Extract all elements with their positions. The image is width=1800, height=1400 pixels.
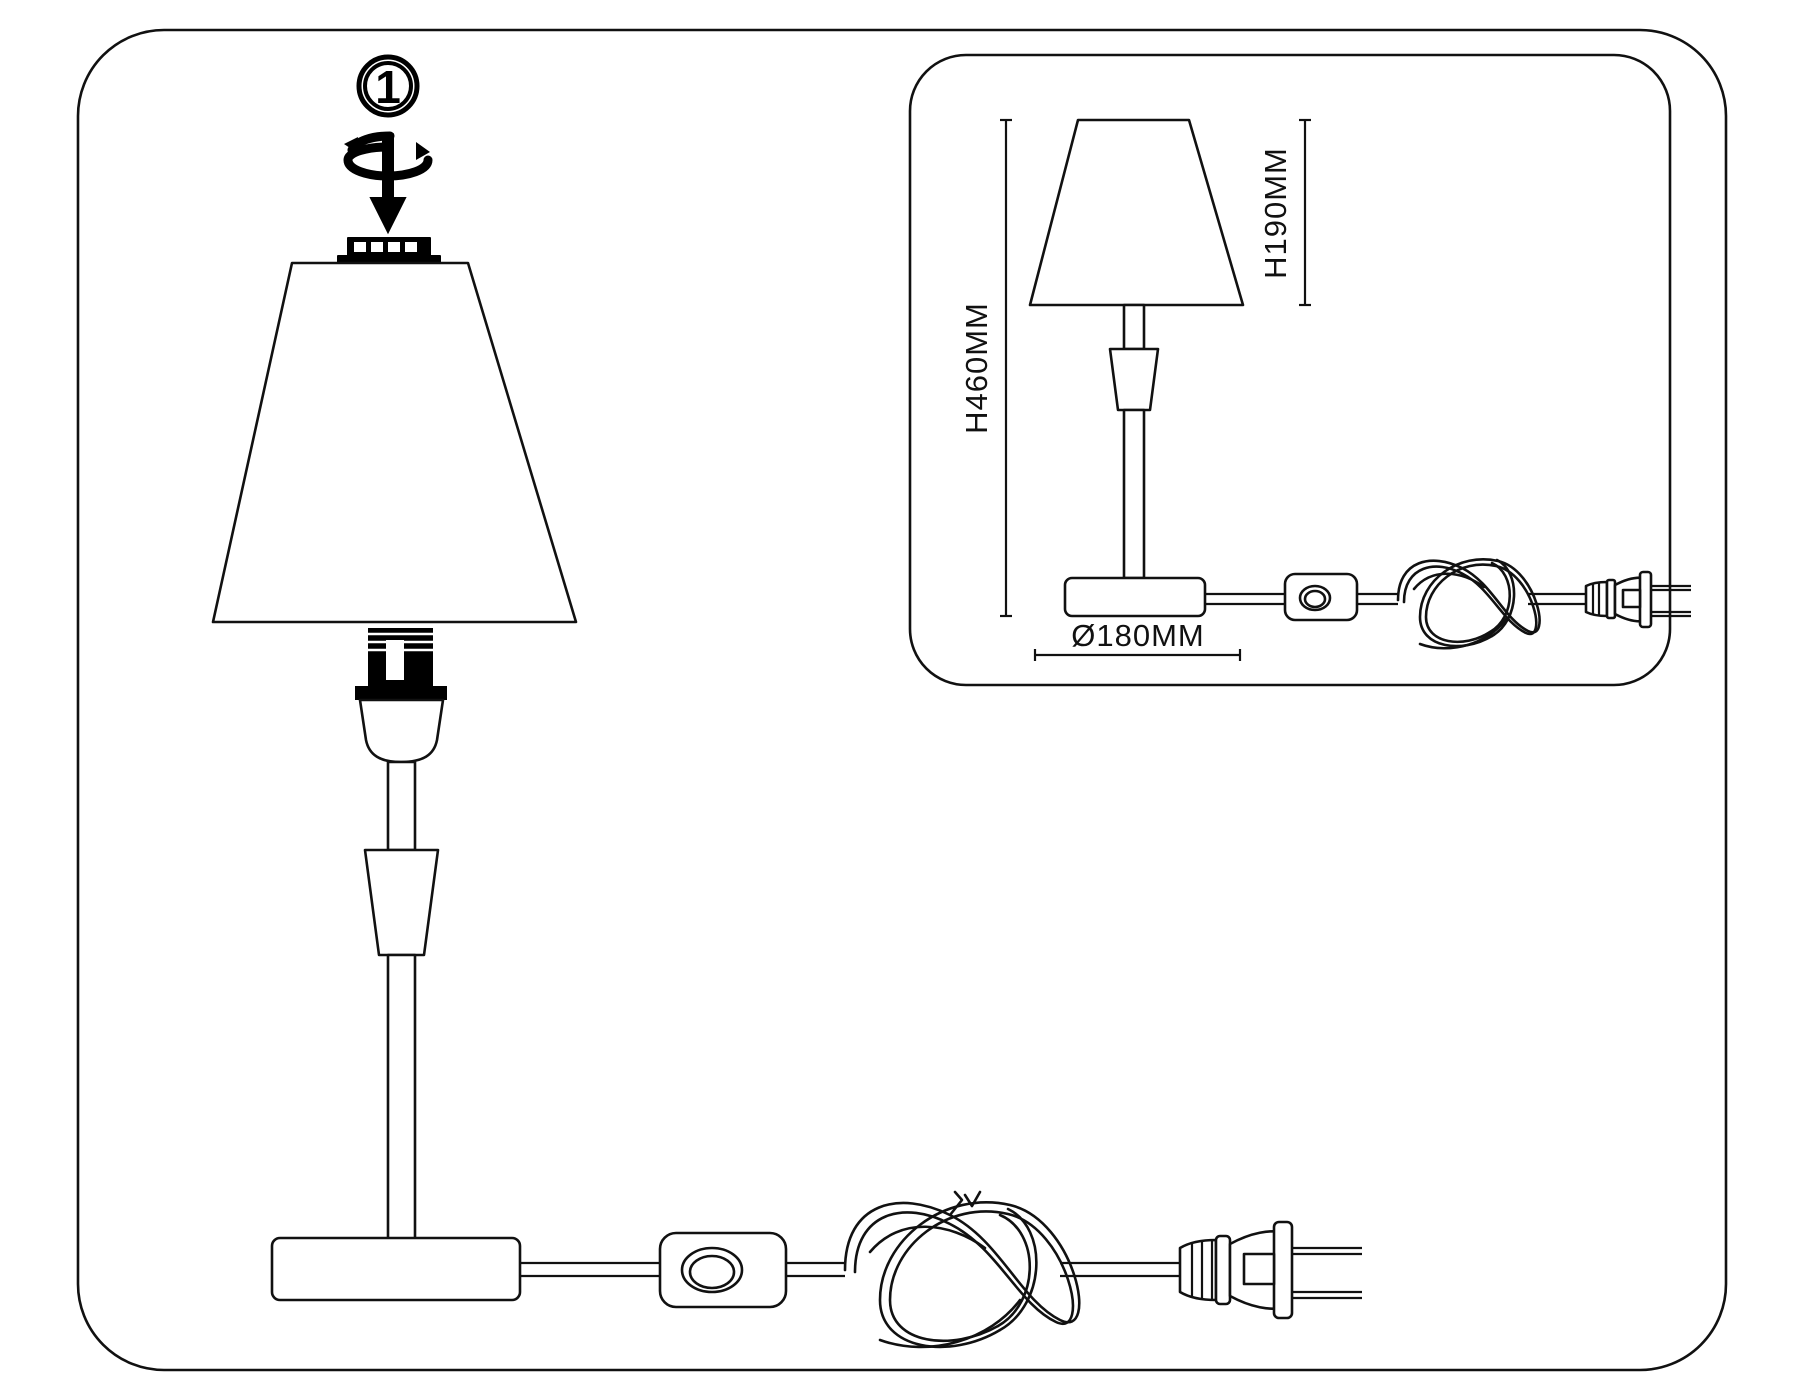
power-cord — [520, 1261, 660, 1278]
step-1-badge: 1 — [356, 54, 420, 118]
cord-bundle — [843, 1190, 1081, 1349]
spec-stem-collar — [1108, 347, 1160, 412]
dimension-total-height: H460MM — [959, 118, 1012, 618]
power-cord-mid — [786, 1261, 845, 1278]
assembled-side-view — [1028, 118, 1691, 650]
upper-stem — [386, 760, 417, 852]
dimension-panel-border — [908, 53, 1672, 687]
spec-base-plate — [1063, 576, 1207, 618]
downward-insertion-arrow-icon — [369, 133, 407, 235]
socket-cup — [358, 698, 445, 764]
exploded-front-view — [211, 261, 1362, 1349]
power-plug — [1178, 1220, 1362, 1320]
spec-lamp-shade — [1028, 118, 1245, 307]
dimension-shade-diameter: Ø180MM — [1033, 618, 1242, 661]
inline-switch — [658, 1231, 788, 1309]
step-number-label: 1 — [375, 61, 401, 113]
spec-power-cord — [1205, 592, 1285, 606]
spec-inline-switch — [1283, 572, 1359, 622]
lower-stem — [386, 953, 417, 1257]
spec-power-plug — [1584, 570, 1691, 629]
base-plate — [270, 1236, 522, 1302]
dimension-total-height-label: H460MM — [959, 302, 994, 434]
dimension-shade-height-label: H190MM — [1258, 147, 1293, 279]
rotate-and-insert-bulb-icon — [337, 131, 441, 269]
spec-socket-neck — [1122, 303, 1146, 351]
dimension-shade-diameter-label: Ø180MM — [1071, 618, 1204, 653]
power-cord-tail — [1060, 1261, 1180, 1278]
lamp-shade — [211, 261, 578, 624]
dimension-shade-height: H190MM — [1258, 118, 1311, 307]
lamp-socket — [355, 628, 447, 700]
spec-power-cord-tail — [1528, 592, 1586, 606]
spec-cord-bundle — [1396, 558, 1541, 650]
stem-collar — [363, 848, 440, 957]
spec-power-cord-mid — [1357, 592, 1398, 606]
dimension-panel: H460MM H190MM Ø180MM — [908, 53, 1691, 687]
spec-lamp-stem — [1122, 408, 1146, 580]
sheet-border — [76, 28, 1728, 1372]
